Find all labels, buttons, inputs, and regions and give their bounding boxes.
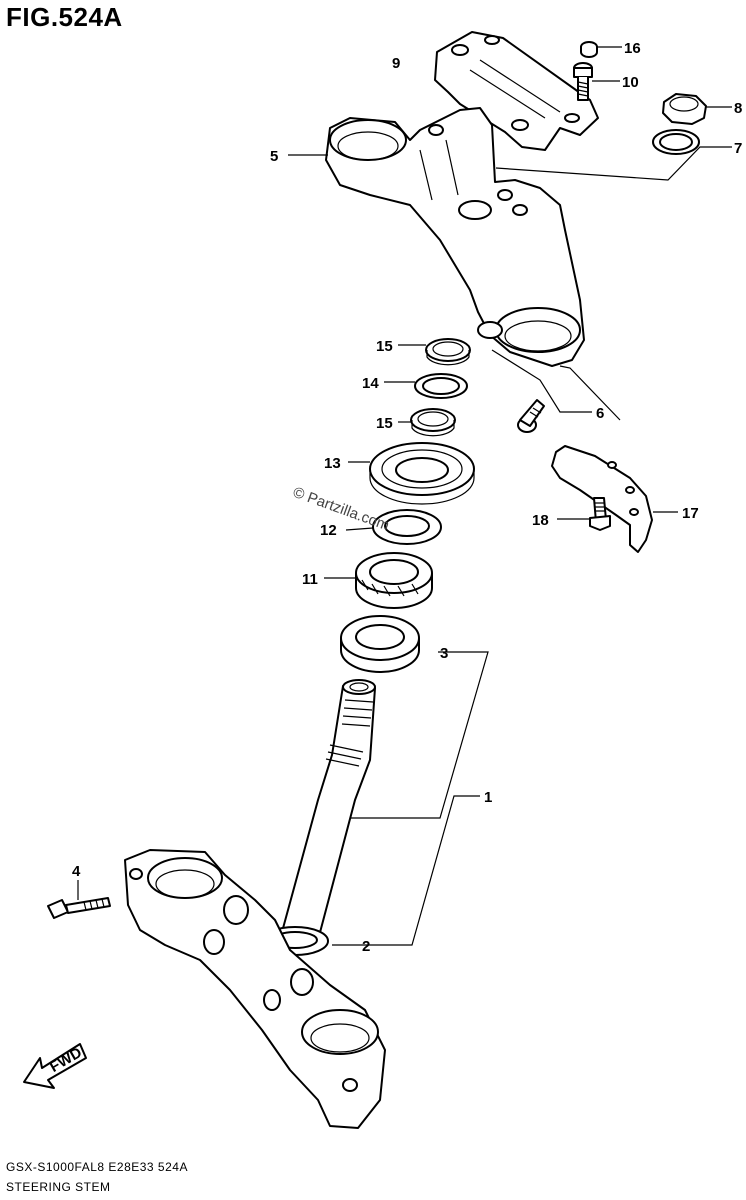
part-steering-stem[interactable] xyxy=(281,679,376,941)
callout-9[interactable]: 9 xyxy=(392,55,400,72)
callout-1[interactable]: 1 xyxy=(484,789,492,806)
part-bolt-4[interactable] xyxy=(47,897,111,919)
part-bolt-10[interactable] xyxy=(573,62,593,101)
fwd-arrow: FWD xyxy=(23,1043,87,1089)
callout-10[interactable]: 10 xyxy=(622,74,639,91)
leader-lines xyxy=(77,46,732,946)
callout-17[interactable]: 17 xyxy=(682,505,699,522)
part-cap[interactable] xyxy=(580,41,598,58)
callout-16[interactable]: 16 xyxy=(624,40,641,57)
part-lower-bracket[interactable] xyxy=(124,849,386,1129)
callout-7[interactable]: 7 xyxy=(734,140,742,157)
part-washer-14[interactable] xyxy=(414,373,468,399)
part-upper-bracket[interactable] xyxy=(325,107,585,367)
callout-8[interactable]: 8 xyxy=(734,100,742,117)
callout-14[interactable]: 14 xyxy=(362,375,379,392)
part-bearing-race[interactable] xyxy=(340,615,420,673)
part-bolt-6[interactable] xyxy=(517,399,545,433)
callout-13[interactable]: 13 xyxy=(324,455,341,472)
part-washer-7[interactable] xyxy=(652,129,700,155)
callout-18[interactable]: 18 xyxy=(532,512,549,529)
group-name: STEERING STEM xyxy=(6,1180,111,1194)
callout-5[interactable]: 5 xyxy=(270,148,278,165)
part-dust-seal[interactable] xyxy=(369,442,475,505)
callout-2[interactable]: 2 xyxy=(362,938,370,955)
watermark: © Partzilla.com xyxy=(291,484,392,535)
callout-15-upper[interactable]: 15 xyxy=(376,338,393,355)
callout-4[interactable]: 4 xyxy=(72,863,81,880)
callout-3[interactable]: 3 xyxy=(440,645,448,662)
part-seal-12[interactable] xyxy=(372,509,442,545)
part-bearing-upper[interactable] xyxy=(355,552,433,609)
part-stem-nut[interactable] xyxy=(662,93,707,125)
callout-6[interactable]: 6 xyxy=(596,405,604,422)
part-lock-nut-upper[interactable] xyxy=(425,338,471,366)
part-lock-nut-lower[interactable] xyxy=(410,408,456,437)
model-code: GSX-S1000FAL8 E28E33 524A xyxy=(6,1160,188,1174)
callout-labels: 5 9 16 10 8 7 15 14 15 6 13 12 11 3 18 1… xyxy=(72,40,742,955)
part-bolt-18[interactable] xyxy=(589,497,611,531)
callout-12[interactable]: 12 xyxy=(320,522,337,539)
callout-15-lower[interactable]: 15 xyxy=(376,415,393,432)
figure-title: FIG.524A xyxy=(6,2,123,32)
callout-11[interactable]: 11 xyxy=(302,571,318,588)
part-handlebar-holder[interactable] xyxy=(434,31,599,151)
